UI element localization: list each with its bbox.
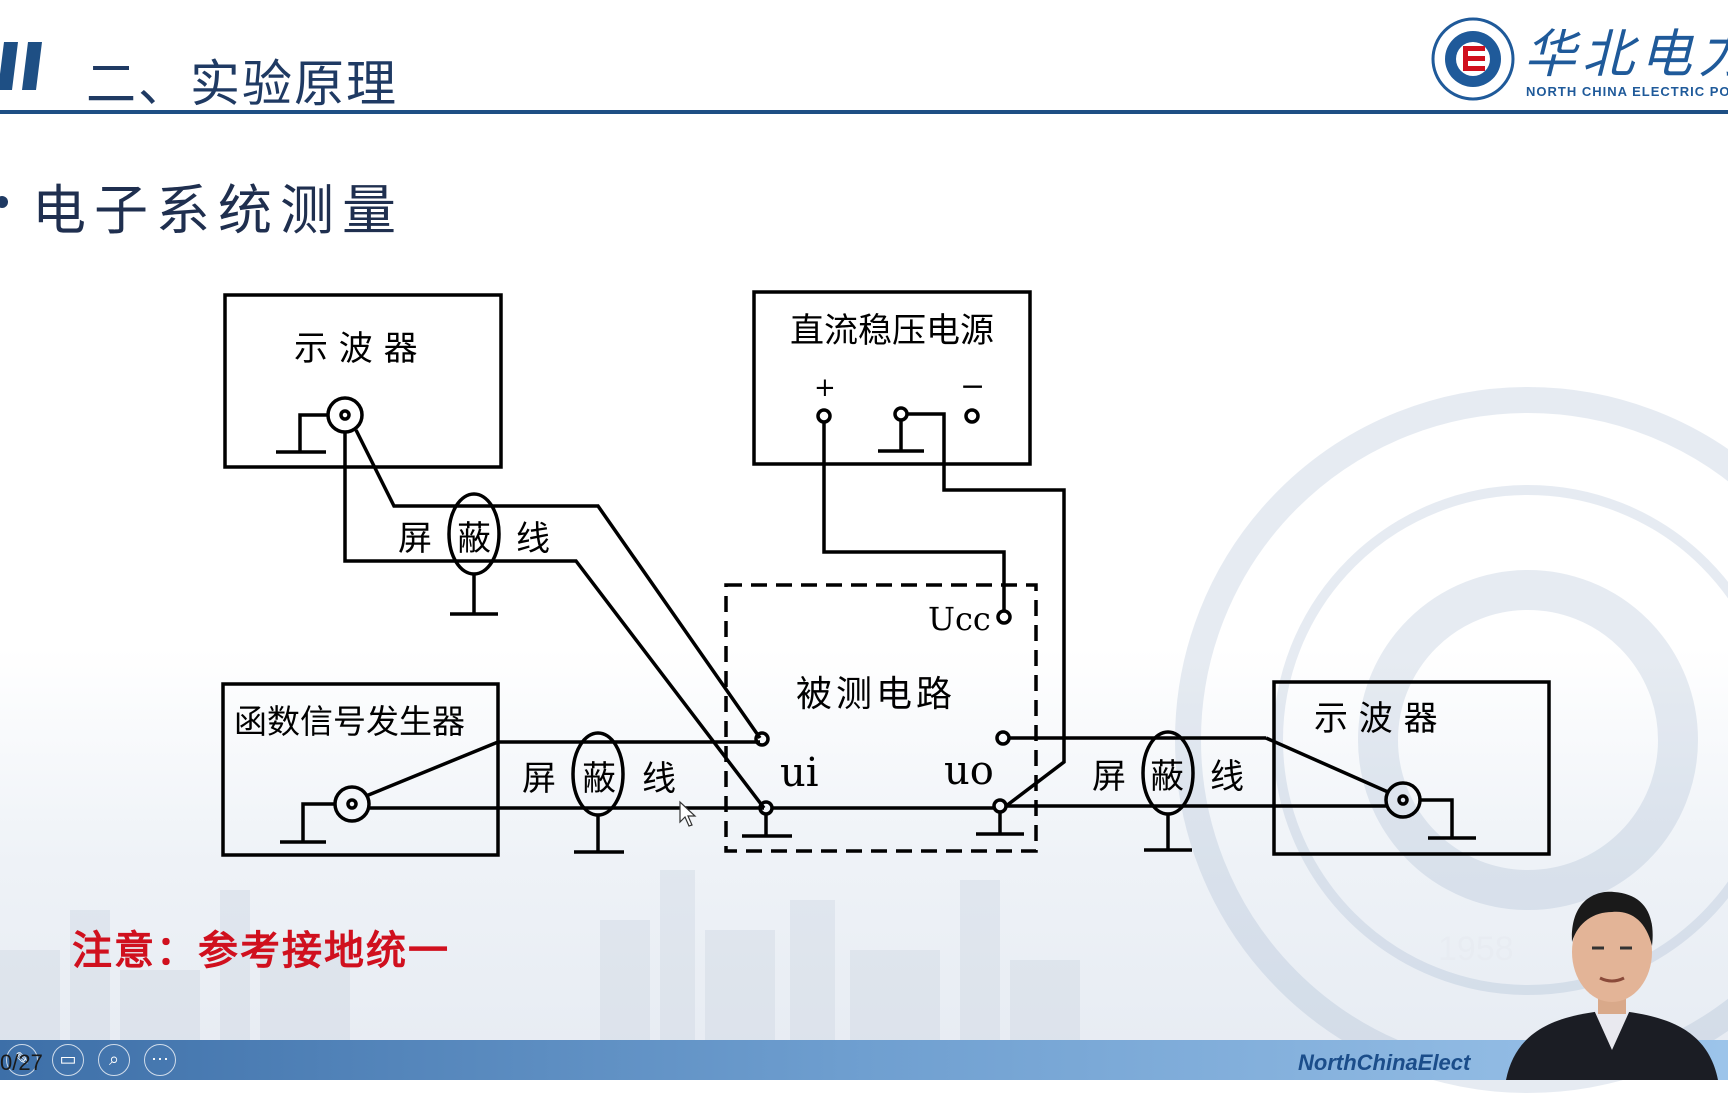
city-skyline-graphic (0, 870, 1080, 1040)
dc-plus-terminal (816, 408, 832, 424)
university-logo-icon (1431, 17, 1515, 101)
oscilloscope-left-box (223, 293, 503, 469)
header-divider (0, 110, 1728, 114)
dc-plus-label: + (814, 373, 836, 403)
top-cable-char-3: 线 (516, 519, 550, 559)
dc-common-terminal (893, 406, 909, 422)
header-accent-bars (0, 42, 42, 90)
uo-ground-terminal (992, 798, 1008, 814)
dc-supply-box (752, 290, 1032, 466)
oscilloscope-left-label: 示 波 器 (294, 329, 418, 369)
dc-minus-terminal (964, 408, 980, 424)
right-cable-char-3: 线 (1210, 757, 1244, 797)
top-cable-char-1: 屏 (398, 519, 432, 559)
funcgen-bnc-outer (333, 785, 371, 823)
ucc-label: Ucc (928, 600, 991, 638)
oscilloscope-right-label: 示 波 器 (1314, 699, 1438, 739)
university-name-cn: 华北电力 (1524, 25, 1728, 85)
uo-label: uo (944, 748, 994, 794)
zoom-icon[interactable]: ⌕ (98, 1044, 130, 1076)
bullet-dot-icon (0, 196, 8, 208)
mouse-cursor-icon (679, 800, 697, 827)
right-cable-char-2: 蔽 (1150, 757, 1184, 797)
scope-right-bnc-outer (1384, 781, 1422, 819)
presenter-video-overlay (1506, 891, 1718, 1080)
dc-minus-label: − (960, 369, 985, 404)
ucc-terminal (996, 609, 1012, 625)
dut-dashed-box (724, 583, 1038, 853)
mid-cable-char-2: 蔽 (582, 759, 616, 799)
slide-page-counter: 0/27 (0, 1050, 43, 1075)
top-cable-signal (354, 429, 762, 740)
ui-label: ui (780, 750, 819, 796)
function-generator-label: 函数信号发生器 (234, 702, 465, 741)
top-cable-shield (343, 432, 766, 810)
dut-label: 被测电路 (796, 674, 956, 715)
ui-terminal (754, 731, 770, 747)
function-generator-box (221, 682, 500, 857)
section-heading: 电子系统测量 (32, 179, 404, 242)
mid-cable-char-1: 屏 (522, 759, 556, 799)
funcgen-bnc-inner (346, 798, 358, 810)
scope-right-bnc-inner (1397, 794, 1409, 806)
funcgen-signal-out (365, 740, 760, 798)
slide-title: 二、实验原理 (86, 55, 398, 113)
presentation-toolbar (0, 1040, 1728, 1080)
university-name-en: NORTH CHINA ELECTRIC POWER UN (1526, 84, 1728, 99)
slides-overview-icon[interactable]: ▭ (52, 1044, 84, 1076)
scope-left-bnc-inner (339, 409, 351, 421)
dc-supply-label: 直流稳压电源 (790, 311, 994, 351)
mid-cable-char-3: 线 (642, 759, 676, 799)
grounding-note: 注意：参考接地统一 (72, 928, 450, 974)
scope-left-bnc-outer (326, 396, 364, 434)
watermark-year: 1958 (1438, 930, 1514, 968)
pen-tool-icon[interactable]: ✎ (6, 1044, 38, 1076)
oscilloscope-right-box (1272, 680, 1551, 856)
right-cable-char-1: 屏 (1092, 757, 1126, 797)
top-cable-char-2: 蔽 (457, 519, 491, 559)
footer-brand-text: NorthChinaElect (1298, 1050, 1471, 1075)
uo-terminal (995, 730, 1011, 746)
more-options-icon[interactable]: ⋯ (144, 1044, 176, 1076)
